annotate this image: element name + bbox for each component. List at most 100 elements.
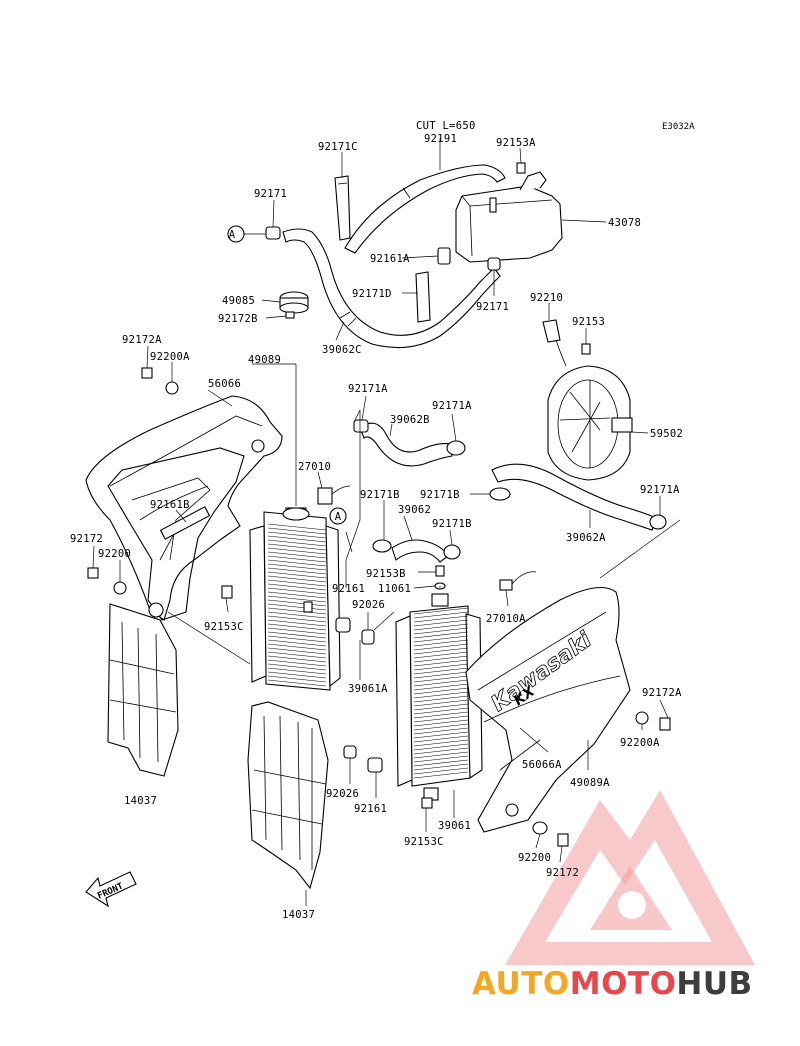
label-59502: 59502	[650, 428, 683, 440]
radiator-fin	[267, 615, 327, 623]
radiator-fin	[267, 667, 327, 675]
radiator-fin	[413, 675, 469, 683]
radiator-right-39061	[367, 593, 483, 801]
label-14037-left: 14037	[124, 795, 157, 807]
clamp-92171B-upper	[489, 487, 511, 501]
label-27010: 27010	[298, 461, 331, 473]
radiator-fin	[413, 767, 469, 775]
radiator-fin	[267, 583, 327, 591]
radiator-fin	[267, 531, 327, 539]
watermark-text: AUTOMOTOHUB	[472, 966, 753, 1002]
label-56066: 56066	[208, 378, 241, 390]
label-49089: 49089	[248, 354, 281, 366]
collar-92026-left	[361, 629, 375, 645]
radiator-fin	[267, 571, 327, 579]
cooling-fan-59502	[542, 319, 633, 481]
svg-text:AUTOMOTOHUB: AUTOMOTOHUB	[472, 966, 753, 1002]
radiator-fin	[267, 575, 327, 583]
radiator-fin	[413, 735, 469, 743]
temp-sensor-27010A	[499, 571, 537, 591]
radiator-fin	[267, 563, 327, 571]
radiator-fin	[413, 755, 469, 763]
radiator-fin	[267, 671, 327, 679]
radiator-left-39061A	[249, 507, 351, 691]
radiator-fin	[413, 667, 469, 675]
radiator-fin	[267, 539, 327, 547]
label-92153A: 92153A	[496, 137, 536, 149]
radiator-fin	[267, 599, 327, 607]
bolt-92172A-left	[141, 367, 153, 379]
cut-note: CUT L=650	[416, 120, 476, 132]
radiator-fin	[413, 659, 469, 667]
clamp-92171A-hose	[446, 440, 466, 456]
radiator-fin	[413, 707, 469, 715]
radiator-fin	[413, 763, 469, 771]
watermark-part1: AUTO	[472, 966, 570, 1002]
bolt-92153B	[434, 565, 446, 590]
radiator-fin	[413, 731, 469, 739]
radiator-fin	[267, 547, 327, 555]
radiator-fin	[267, 543, 327, 551]
radiator-fin	[413, 727, 469, 735]
label-92153: 92153	[572, 316, 605, 328]
radiator-fin	[413, 619, 469, 627]
radiator-fin	[413, 671, 469, 679]
shroud-bracket-49089	[107, 447, 245, 621]
radiator-fin	[267, 607, 327, 615]
label-92172A-left: 92172A	[122, 334, 162, 346]
radiator-fin	[267, 659, 327, 667]
radiator-fin	[267, 631, 327, 639]
label-92171C: 92171C	[318, 141, 358, 153]
radiator-fin	[413, 679, 469, 687]
bolt-92172-left	[87, 567, 99, 579]
watermark-part2: MOTO	[570, 966, 677, 1002]
label-11061: 11061	[378, 583, 411, 595]
radiator-fin	[413, 615, 469, 623]
radiator-fin	[413, 655, 469, 663]
marker-a-mid-text: A	[335, 511, 342, 523]
label-39061A: 39061A	[348, 683, 388, 695]
radiator-fin	[413, 751, 469, 759]
radiator-fin	[267, 603, 327, 611]
radiator-fin	[267, 643, 327, 651]
label-39062C: 39062C	[322, 344, 362, 356]
label-92026-left: 92026	[352, 599, 385, 611]
radiator-fin	[267, 587, 327, 595]
label-92210: 92210	[530, 292, 563, 304]
clip-92171C	[334, 175, 351, 241]
watermark-logo	[505, 790, 755, 965]
radiator-fin	[413, 663, 469, 671]
hose-39062A	[491, 463, 667, 531]
radiator-fin	[267, 523, 327, 531]
breather-hose-39062C	[282, 228, 501, 349]
clamp-92161A	[437, 247, 451, 265]
label-56066A: 56066A	[522, 759, 562, 771]
radiator-fin	[413, 647, 469, 655]
radiator-fin	[267, 647, 327, 655]
radiator-fin	[413, 695, 469, 703]
label-92200A-right: 92200A	[620, 737, 660, 749]
radiator-fin	[413, 607, 469, 615]
label-92161A: 92161A	[370, 253, 410, 265]
label-49085: 49085	[222, 295, 255, 307]
radiator-fin	[413, 711, 469, 719]
radiator-fin	[413, 631, 469, 639]
radiator-fin	[413, 715, 469, 723]
label-92200-left: 92200	[98, 548, 131, 560]
collar-92200-left	[113, 581, 127, 595]
radiator-fin	[267, 635, 327, 643]
label-92172-right: 92172	[546, 867, 579, 879]
radiator-fin	[267, 639, 327, 647]
reservoir-tank	[455, 171, 563, 263]
label-92172A-right: 92172A	[642, 687, 682, 699]
label-39062: 39062	[398, 504, 431, 516]
radiator-fin	[267, 567, 327, 575]
label-92153B: 92153B	[366, 568, 406, 580]
label-92153C-left: 92153C	[204, 621, 244, 633]
radiator-fin	[413, 651, 469, 659]
radiator-fin	[413, 759, 469, 767]
label-92200-right: 92200	[518, 852, 551, 864]
label-92172-left: 92172	[70, 533, 103, 545]
radiator-fin	[267, 619, 327, 627]
radiator-fin	[413, 703, 469, 711]
